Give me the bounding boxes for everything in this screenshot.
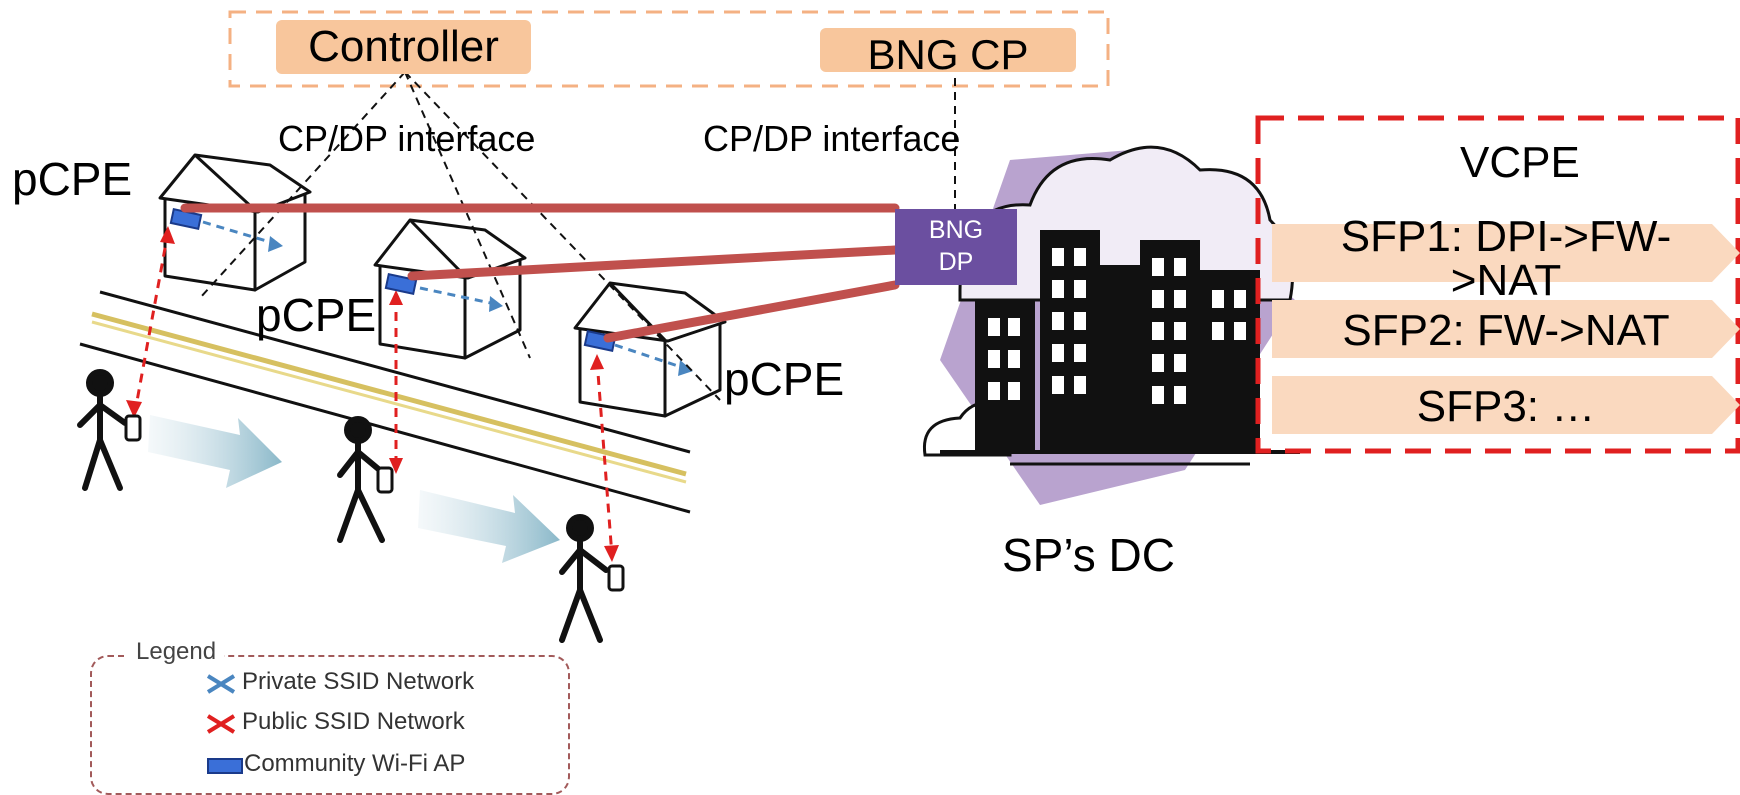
public-ssid-links <box>133 231 614 557</box>
access-pipes <box>180 203 900 343</box>
bng-dp-line2: DP <box>938 248 974 276</box>
phone-icons <box>124 414 625 592</box>
legend-title: Legend <box>128 638 225 666</box>
private-ssid-arrowheads <box>268 236 693 376</box>
legend-item-public-ssid: Public SSID Network <box>242 708 465 735</box>
vcpe-group <box>1255 115 1740 454</box>
bng-dp-box <box>895 209 1017 285</box>
datacenter-label: SP’s DC <box>1002 529 1175 581</box>
bng-dp-label: BNG DP <box>895 214 1017 278</box>
sfp-1-line2: >NAT <box>1450 256 1562 305</box>
sfp-3-chevron <box>1272 376 1740 434</box>
sfp-3-label: SFP3: … <box>1416 382 1596 431</box>
bng-dp-line1: BNG <box>928 216 984 244</box>
cp-dp-interface-label-right: CP/DP interface <box>703 118 961 159</box>
sfp-2-chevron <box>1272 300 1740 358</box>
cp-dp-interface-label-left: CP/DP interface <box>278 118 536 159</box>
vcpe-title: VCPE <box>1460 138 1580 187</box>
sfp-1-chevron <box>1272 224 1740 282</box>
walk-arrow-1 <box>148 415 282 488</box>
sfp-2-label: SFP2: FW->NAT <box>1342 306 1670 355</box>
sfp-1-line1: SFP1: DPI->FW- <box>1340 212 1672 261</box>
public-ssid-arrowheads <box>126 226 619 562</box>
house-3 <box>573 281 727 418</box>
datacenter-icon <box>922 145 1300 505</box>
person-2 <box>337 416 385 543</box>
person-1 <box>77 369 128 491</box>
sfp-1: SFP1: DPI->FW- >NAT <box>1272 212 1740 305</box>
pcpe-label-1: pCPE <box>12 153 133 205</box>
sfp-3: SFP3: … <box>1272 376 1740 434</box>
bng-cp-box: BNG CP <box>820 28 1076 78</box>
legend-item-private-ssid: Private SSID Network <box>242 668 475 695</box>
legend-item-community-ap: Community Wi-Fi AP <box>244 750 466 777</box>
street <box>79 290 691 514</box>
cp-dp-interface-lines <box>199 50 956 401</box>
pcpe-label-2: pCPE <box>256 289 377 341</box>
red-x-icon <box>206 714 236 734</box>
control-plane-group <box>228 10 1110 88</box>
sfp-2: SFP2: FW->NAT <box>1272 300 1740 358</box>
walk-arrow-2 <box>418 490 560 563</box>
person-3 <box>559 514 609 643</box>
ap-rect-icon <box>207 758 243 774</box>
pcpe-label-3: pCPE <box>724 353 845 405</box>
blue-x-icon <box>206 674 236 694</box>
controller-box: Controller <box>276 20 531 74</box>
